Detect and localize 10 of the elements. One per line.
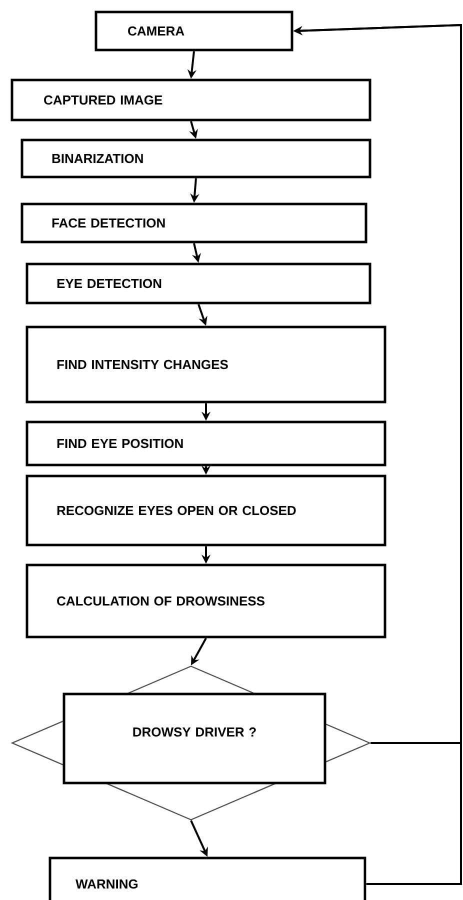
process-box: BINARIZATION xyxy=(20,138,372,178)
process-box: FIND INTENSITY CHANGES xyxy=(26,326,386,404)
process-box: RECOGNIZE EYES OPEN OR CLOSED xyxy=(26,474,386,546)
process-box: WARNING xyxy=(48,856,366,900)
process-box: FACE DETECTION xyxy=(20,202,368,244)
process-box: CALCULATION OF DROWSINESS xyxy=(26,564,386,638)
process-box: CAPTURED IMAGE xyxy=(10,78,372,122)
process-box: FIND EYE POSITION xyxy=(26,420,386,466)
process-box: EYE DETECTION xyxy=(26,262,372,304)
process-box: CAMERA xyxy=(94,10,294,52)
